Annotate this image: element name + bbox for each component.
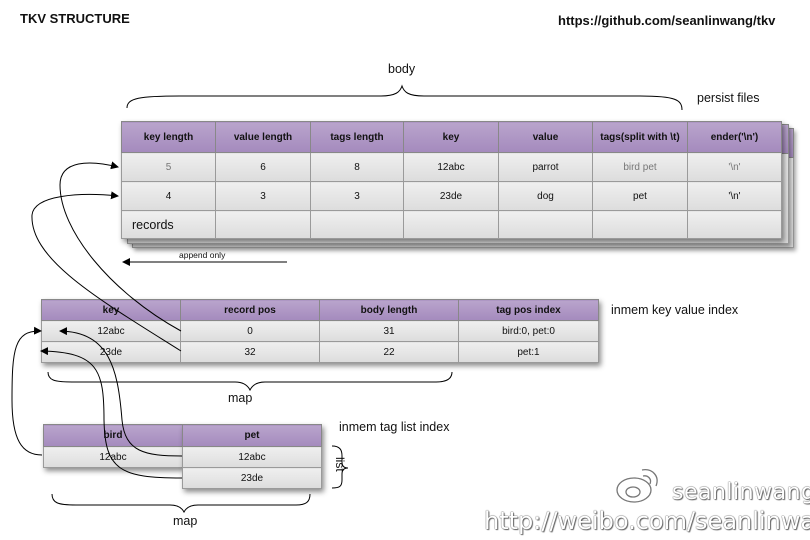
kv-map-brace xyxy=(47,371,453,392)
col-header-key: key xyxy=(41,299,181,321)
list-brace xyxy=(331,445,349,489)
weibo-logo-icon xyxy=(616,469,658,503)
table-cell: '\n' xyxy=(687,152,782,182)
tag-index-label: inmem tag list index xyxy=(339,420,450,434)
col-header-ender: ender('\n') xyxy=(687,121,782,153)
watermark-handle: seanlinwang xyxy=(672,480,810,505)
table-cell xyxy=(498,210,593,239)
table-row: 23de 32 22 pet:1 xyxy=(41,341,599,363)
tag-bird-table: bird 12abc xyxy=(43,424,183,468)
body-brace-label: body xyxy=(388,62,416,76)
persist-files-label: persist files xyxy=(697,91,760,105)
table-cell: 3 xyxy=(310,181,404,211)
table-cell: 8 xyxy=(310,152,404,182)
kv-index-label: inmem key value index xyxy=(611,303,739,317)
table-cell xyxy=(687,210,782,239)
body-brace xyxy=(126,84,683,111)
table-cell: 23de xyxy=(182,467,322,489)
col-header-tag-pos-index: tag pos index xyxy=(458,299,599,321)
pet-ref-arrow-2 xyxy=(40,347,183,479)
table-cell: 12abc xyxy=(41,320,181,342)
table-cell xyxy=(592,210,688,239)
pet-ref-arrow-1 xyxy=(59,327,183,457)
table-row: 5 6 8 12abc parrot bird pet '\n' xyxy=(121,152,782,182)
table-cell: 12abc xyxy=(182,446,322,468)
bird-ref-arrow xyxy=(11,326,43,456)
table-cell: 0 xyxy=(180,320,320,342)
col-header-tags: tags(split with \t) xyxy=(592,121,688,153)
col-header-key-length: key length xyxy=(121,121,216,153)
table-cell: 3 xyxy=(215,181,311,211)
table-row: 4 3 3 23de dog pet '\n' xyxy=(121,181,782,211)
kv-index-table: key record pos body length tag pos index… xyxy=(41,299,599,363)
table-cell: dog xyxy=(498,181,593,211)
table-cell xyxy=(403,210,499,239)
records-label: records xyxy=(121,210,216,239)
tag-map-label: map xyxy=(173,514,198,528)
kv-map-label: map xyxy=(228,391,253,405)
append-only-label: append only xyxy=(179,250,226,260)
tag-pet-table: pet 12abc 23de xyxy=(182,424,322,489)
diagram-title: TKV STRUCTURE xyxy=(20,11,130,26)
table-cell: '\n' xyxy=(687,181,782,211)
table-cell: 6 xyxy=(215,152,311,182)
github-url[interactable]: https://github.com/seanlinwang/tkv xyxy=(558,13,776,28)
col-header-value: value xyxy=(498,121,593,153)
col-header-record-pos: record pos xyxy=(180,299,320,321)
table-cell: parrot xyxy=(498,152,593,182)
watermark-url: http://weibo.com/seanlinwang xyxy=(484,507,810,535)
record-pos-arrow-1 xyxy=(59,161,182,332)
table-cell: 22 xyxy=(319,341,459,363)
table-cell: pet:1 xyxy=(458,341,599,363)
table-cell: pet xyxy=(592,181,688,211)
col-header-value-length: value length xyxy=(215,121,311,153)
tag-map-brace xyxy=(51,493,311,514)
table-cell: 23de xyxy=(403,181,499,211)
body-records-table: key length value length tags length key … xyxy=(121,121,782,239)
table-cell: 4 xyxy=(121,181,216,211)
col-header-tags-length: tags length xyxy=(310,121,404,153)
table-cell: 32 xyxy=(180,341,320,363)
col-header-body-length: body length xyxy=(319,299,459,321)
table-row: records xyxy=(121,210,782,239)
record-pos-arrow-2 xyxy=(31,191,182,352)
tag-bird-header: bird xyxy=(43,424,183,447)
table-cell: 5 xyxy=(121,152,216,182)
